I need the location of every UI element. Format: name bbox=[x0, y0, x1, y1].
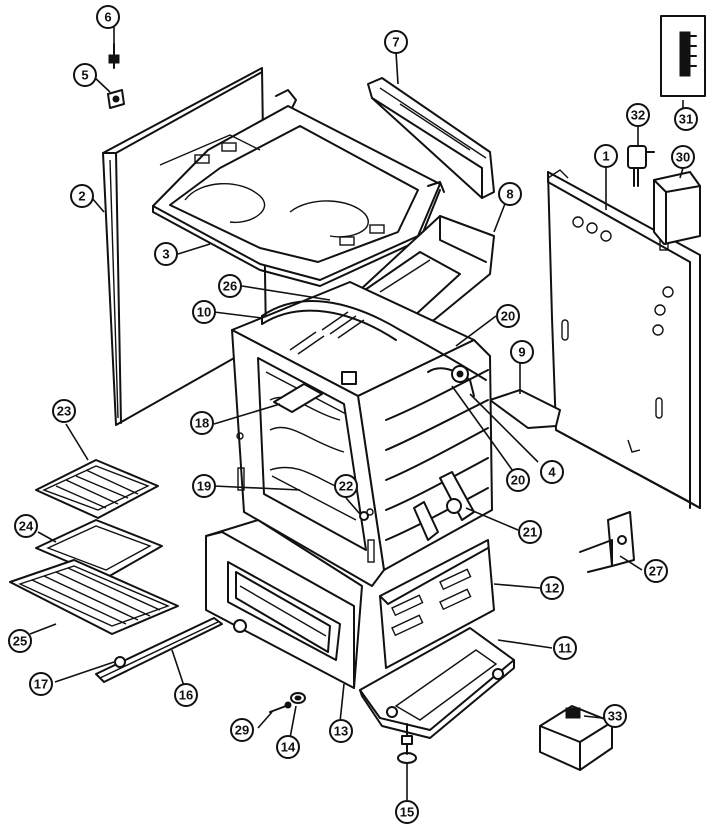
callout-1: 1 bbox=[594, 144, 618, 168]
callout-17: 17 bbox=[29, 672, 53, 696]
callout-33-label: 33 bbox=[608, 709, 622, 724]
callout-29-label: 29 bbox=[235, 723, 249, 738]
callout-17-label: 17 bbox=[34, 677, 48, 692]
callout-16: 16 bbox=[174, 683, 198, 707]
callout-22: 22 bbox=[334, 474, 358, 498]
callout-31-label: 31 bbox=[679, 112, 693, 127]
callout-8: 8 bbox=[498, 182, 522, 206]
leveling-leg bbox=[397, 723, 417, 764]
callout-32: 32 bbox=[626, 103, 650, 127]
callout-25: 25 bbox=[8, 629, 32, 653]
rear-trim bbox=[367, 77, 495, 199]
callout-18-label: 18 bbox=[195, 416, 209, 431]
callout-5-label: 5 bbox=[81, 68, 88, 83]
callout-14-label: 14 bbox=[281, 740, 296, 755]
drawer-slide bbox=[95, 617, 223, 683]
leader-lines bbox=[29, 26, 684, 800]
callout-6: 6 bbox=[96, 5, 120, 29]
switch-part bbox=[627, 145, 655, 187]
callout-18: 18 bbox=[190, 411, 214, 435]
callout-4-label: 4 bbox=[548, 465, 556, 480]
callout-26: 26 bbox=[218, 274, 242, 298]
callout-1-label: 1 bbox=[602, 149, 609, 164]
callout-13-label: 13 bbox=[334, 724, 348, 739]
callout-3: 3 bbox=[154, 242, 178, 266]
callout-13: 13 bbox=[329, 719, 353, 743]
callout-11: 11 bbox=[553, 636, 577, 660]
oven-rack bbox=[9, 559, 179, 635]
callout-21-label: 21 bbox=[523, 525, 537, 540]
callout-14: 14 bbox=[276, 735, 300, 759]
callout-20-upper: 20 bbox=[496, 304, 520, 328]
small-plate bbox=[489, 389, 561, 429]
callout-21: 21 bbox=[518, 520, 542, 544]
callout-11-label: 11 bbox=[558, 641, 572, 656]
right-side-panel bbox=[547, 169, 701, 509]
callout-22-label: 22 bbox=[339, 479, 353, 494]
callout-7-label: 7 bbox=[392, 35, 399, 50]
fastener bbox=[359, 511, 369, 521]
callout-20-upper-label: 20 bbox=[501, 309, 515, 324]
callout-10-label: 10 bbox=[197, 305, 211, 320]
callout-29: 29 bbox=[230, 718, 254, 742]
callout-30-label: 30 bbox=[676, 150, 690, 165]
callout-24-label: 24 bbox=[19, 519, 34, 534]
callout-9-label: 9 bbox=[518, 345, 525, 360]
leveling-screw-set bbox=[269, 692, 306, 713]
callout-16-label: 16 bbox=[179, 688, 193, 703]
burner-box bbox=[152, 89, 445, 287]
callout-2: 2 bbox=[70, 184, 94, 208]
lower-front bbox=[205, 519, 363, 689]
callout-20-lower-label: 20 bbox=[511, 473, 525, 488]
terminal-block-inset bbox=[660, 15, 706, 97]
callout-15-label: 15 bbox=[400, 805, 414, 820]
callout-23-label: 23 bbox=[57, 404, 71, 419]
callout-4: 4 bbox=[540, 460, 564, 484]
callout-20-lower: 20 bbox=[506, 468, 530, 492]
callout-26-label: 26 bbox=[223, 279, 237, 294]
rear-plate bbox=[379, 539, 495, 669]
callout-10: 10 bbox=[192, 300, 216, 324]
clip-and-screw bbox=[107, 43, 125, 109]
base bbox=[359, 627, 515, 739]
callout-24: 24 bbox=[14, 514, 38, 538]
callout-32-label: 32 bbox=[631, 108, 645, 123]
callout-8-label: 8 bbox=[506, 187, 513, 202]
broiler-pan-insert bbox=[35, 459, 159, 519]
callout-27-label: 27 bbox=[649, 564, 663, 579]
transformer-box bbox=[539, 705, 613, 771]
callout-33: 33 bbox=[603, 704, 627, 728]
callout-19-label: 19 bbox=[197, 479, 211, 494]
callout-25-label: 25 bbox=[13, 634, 27, 649]
callout-9: 9 bbox=[510, 340, 534, 364]
control-box bbox=[653, 171, 701, 245]
callout-5: 5 bbox=[73, 63, 97, 87]
callout-30: 30 bbox=[671, 145, 695, 169]
callout-23: 23 bbox=[52, 399, 76, 423]
callout-7: 7 bbox=[384, 30, 408, 54]
callout-15: 15 bbox=[395, 800, 419, 824]
side-bracket bbox=[579, 511, 635, 573]
callout-27: 27 bbox=[644, 559, 668, 583]
callout-31: 31 bbox=[674, 107, 698, 131]
callout-3-label: 3 bbox=[162, 247, 169, 262]
callout-6-label: 6 bbox=[104, 10, 111, 25]
callout-2-label: 2 bbox=[78, 189, 85, 204]
callout-12: 12 bbox=[540, 576, 564, 600]
callout-28: 28 bbox=[509, 467, 531, 489]
callout-12-label: 12 bbox=[545, 581, 559, 596]
callout-19: 19 bbox=[192, 474, 216, 498]
